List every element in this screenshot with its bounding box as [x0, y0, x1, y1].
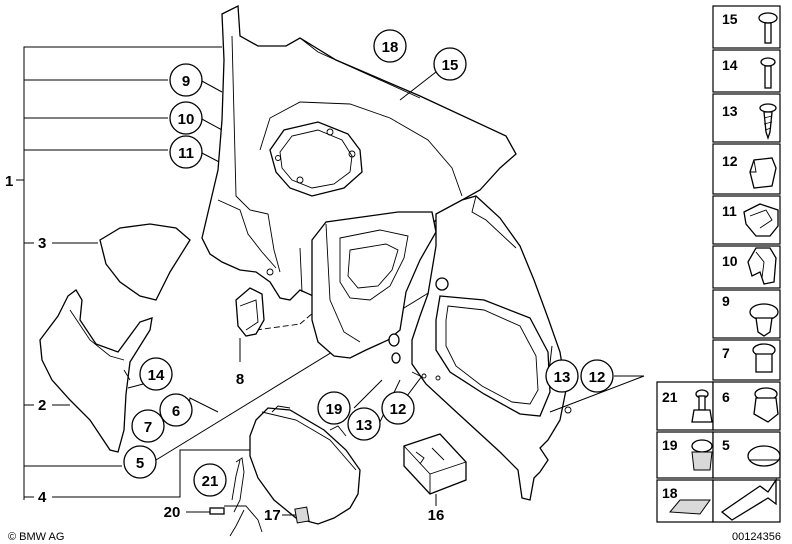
- part-2-lower-trim: [39, 289, 153, 453]
- callout: 13: [545, 359, 579, 393]
- svg-text:12: 12: [390, 401, 407, 418]
- svg-text:11: 11: [722, 203, 737, 219]
- svg-text:4: 4: [38, 489, 47, 506]
- svg-text:3: 3: [38, 235, 46, 252]
- legend-cell-18: 18: [656, 479, 714, 523]
- bracket-labels: 1 2 3 4: [5, 173, 47, 506]
- svg-text:12: 12: [722, 153, 738, 169]
- svg-text:11: 11: [178, 145, 194, 162]
- callout: 10: [169, 101, 203, 135]
- callout: 11: [169, 135, 203, 169]
- svg-text:7: 7: [144, 419, 152, 436]
- callout: 15: [433, 47, 467, 81]
- callout: 13: [347, 407, 381, 441]
- legend-cell-7: 7: [712, 339, 781, 381]
- svg-text:12: 12: [589, 369, 606, 386]
- svg-text:18: 18: [662, 485, 678, 501]
- svg-text:9: 9: [722, 293, 730, 309]
- legend-cell-13: 13: [712, 93, 781, 143]
- callouts: 18 15 9 10 11 14 7 6 5 8 19 12 13 13 12 …: [123, 29, 614, 497]
- legend-cell-5: 5: [712, 431, 781, 479]
- svg-text:14: 14: [722, 57, 738, 73]
- svg-text:20: 20: [164, 504, 181, 521]
- legend-cell-6: 6: [712, 381, 781, 431]
- svg-text:2: 2: [38, 397, 46, 414]
- svg-text:5: 5: [722, 437, 730, 453]
- svg-text:5: 5: [136, 455, 144, 472]
- part-20-21-strap: [186, 457, 263, 537]
- right-trim-panel: [388, 195, 572, 501]
- legend-cell-21: 21: [656, 381, 714, 431]
- legend-cell-10: 10: [712, 245, 781, 289]
- callout: 7: [131, 409, 165, 443]
- part-17-bag: [249, 405, 361, 525]
- legend-grid: 15 14 13 12 11: [656, 5, 781, 523]
- svg-text:13: 13: [554, 369, 571, 386]
- svg-text:13: 13: [722, 103, 738, 119]
- svg-text:10: 10: [722, 253, 738, 269]
- centre-side-box: [311, 211, 437, 359]
- legend-cell-19: 19: [656, 431, 714, 479]
- callout: 18: [373, 29, 407, 63]
- drawing-number: 00124356: [732, 531, 781, 543]
- callout: 9: [169, 63, 203, 97]
- callout: 8: [236, 371, 244, 388]
- svg-text:21: 21: [662, 389, 678, 405]
- svg-text:6: 6: [722, 389, 730, 405]
- svg-text:21: 21: [202, 473, 219, 490]
- svg-text:8: 8: [236, 371, 244, 388]
- svg-text:15: 15: [722, 11, 738, 27]
- svg-text:18: 18: [382, 39, 399, 56]
- svg-text:13: 13: [356, 417, 373, 434]
- part-8-bracket: [235, 287, 265, 362]
- callout: 5: [123, 445, 157, 479]
- legend-cell-12: 12: [712, 143, 781, 195]
- legend-cell-14: 14: [712, 49, 781, 93]
- svg-text:7: 7: [722, 345, 730, 361]
- callout: 12: [381, 391, 415, 425]
- part-3-cover: [99, 223, 191, 301]
- part-16-first-aid-kit: [403, 433, 467, 495]
- svg-text:10: 10: [178, 111, 195, 128]
- svg-text:17: 17: [264, 507, 281, 524]
- copyright-text: © BMW AG: [8, 531, 64, 543]
- callout: 19: [317, 391, 351, 425]
- svg-text:6: 6: [172, 403, 180, 420]
- callout: 6: [159, 393, 193, 427]
- svg-text:16: 16: [428, 507, 445, 524]
- svg-text:19: 19: [326, 401, 343, 418]
- svg-text:15: 15: [442, 57, 459, 74]
- legend-cell-11: 11: [712, 195, 781, 245]
- callout: 21: [193, 463, 227, 497]
- legend-cell-9: 9: [712, 289, 781, 339]
- legend-cell-arrow: [712, 477, 781, 523]
- callout: 12: [580, 359, 614, 393]
- svg-text:1: 1: [5, 173, 13, 190]
- svg-text:9: 9: [182, 73, 190, 90]
- svg-text:19: 19: [662, 437, 678, 453]
- callout: 14: [139, 357, 173, 391]
- part-labels: 17 16 20: [164, 494, 445, 524]
- svg-text:14: 14: [148, 367, 165, 384]
- legend-cell-15: 15: [712, 5, 781, 49]
